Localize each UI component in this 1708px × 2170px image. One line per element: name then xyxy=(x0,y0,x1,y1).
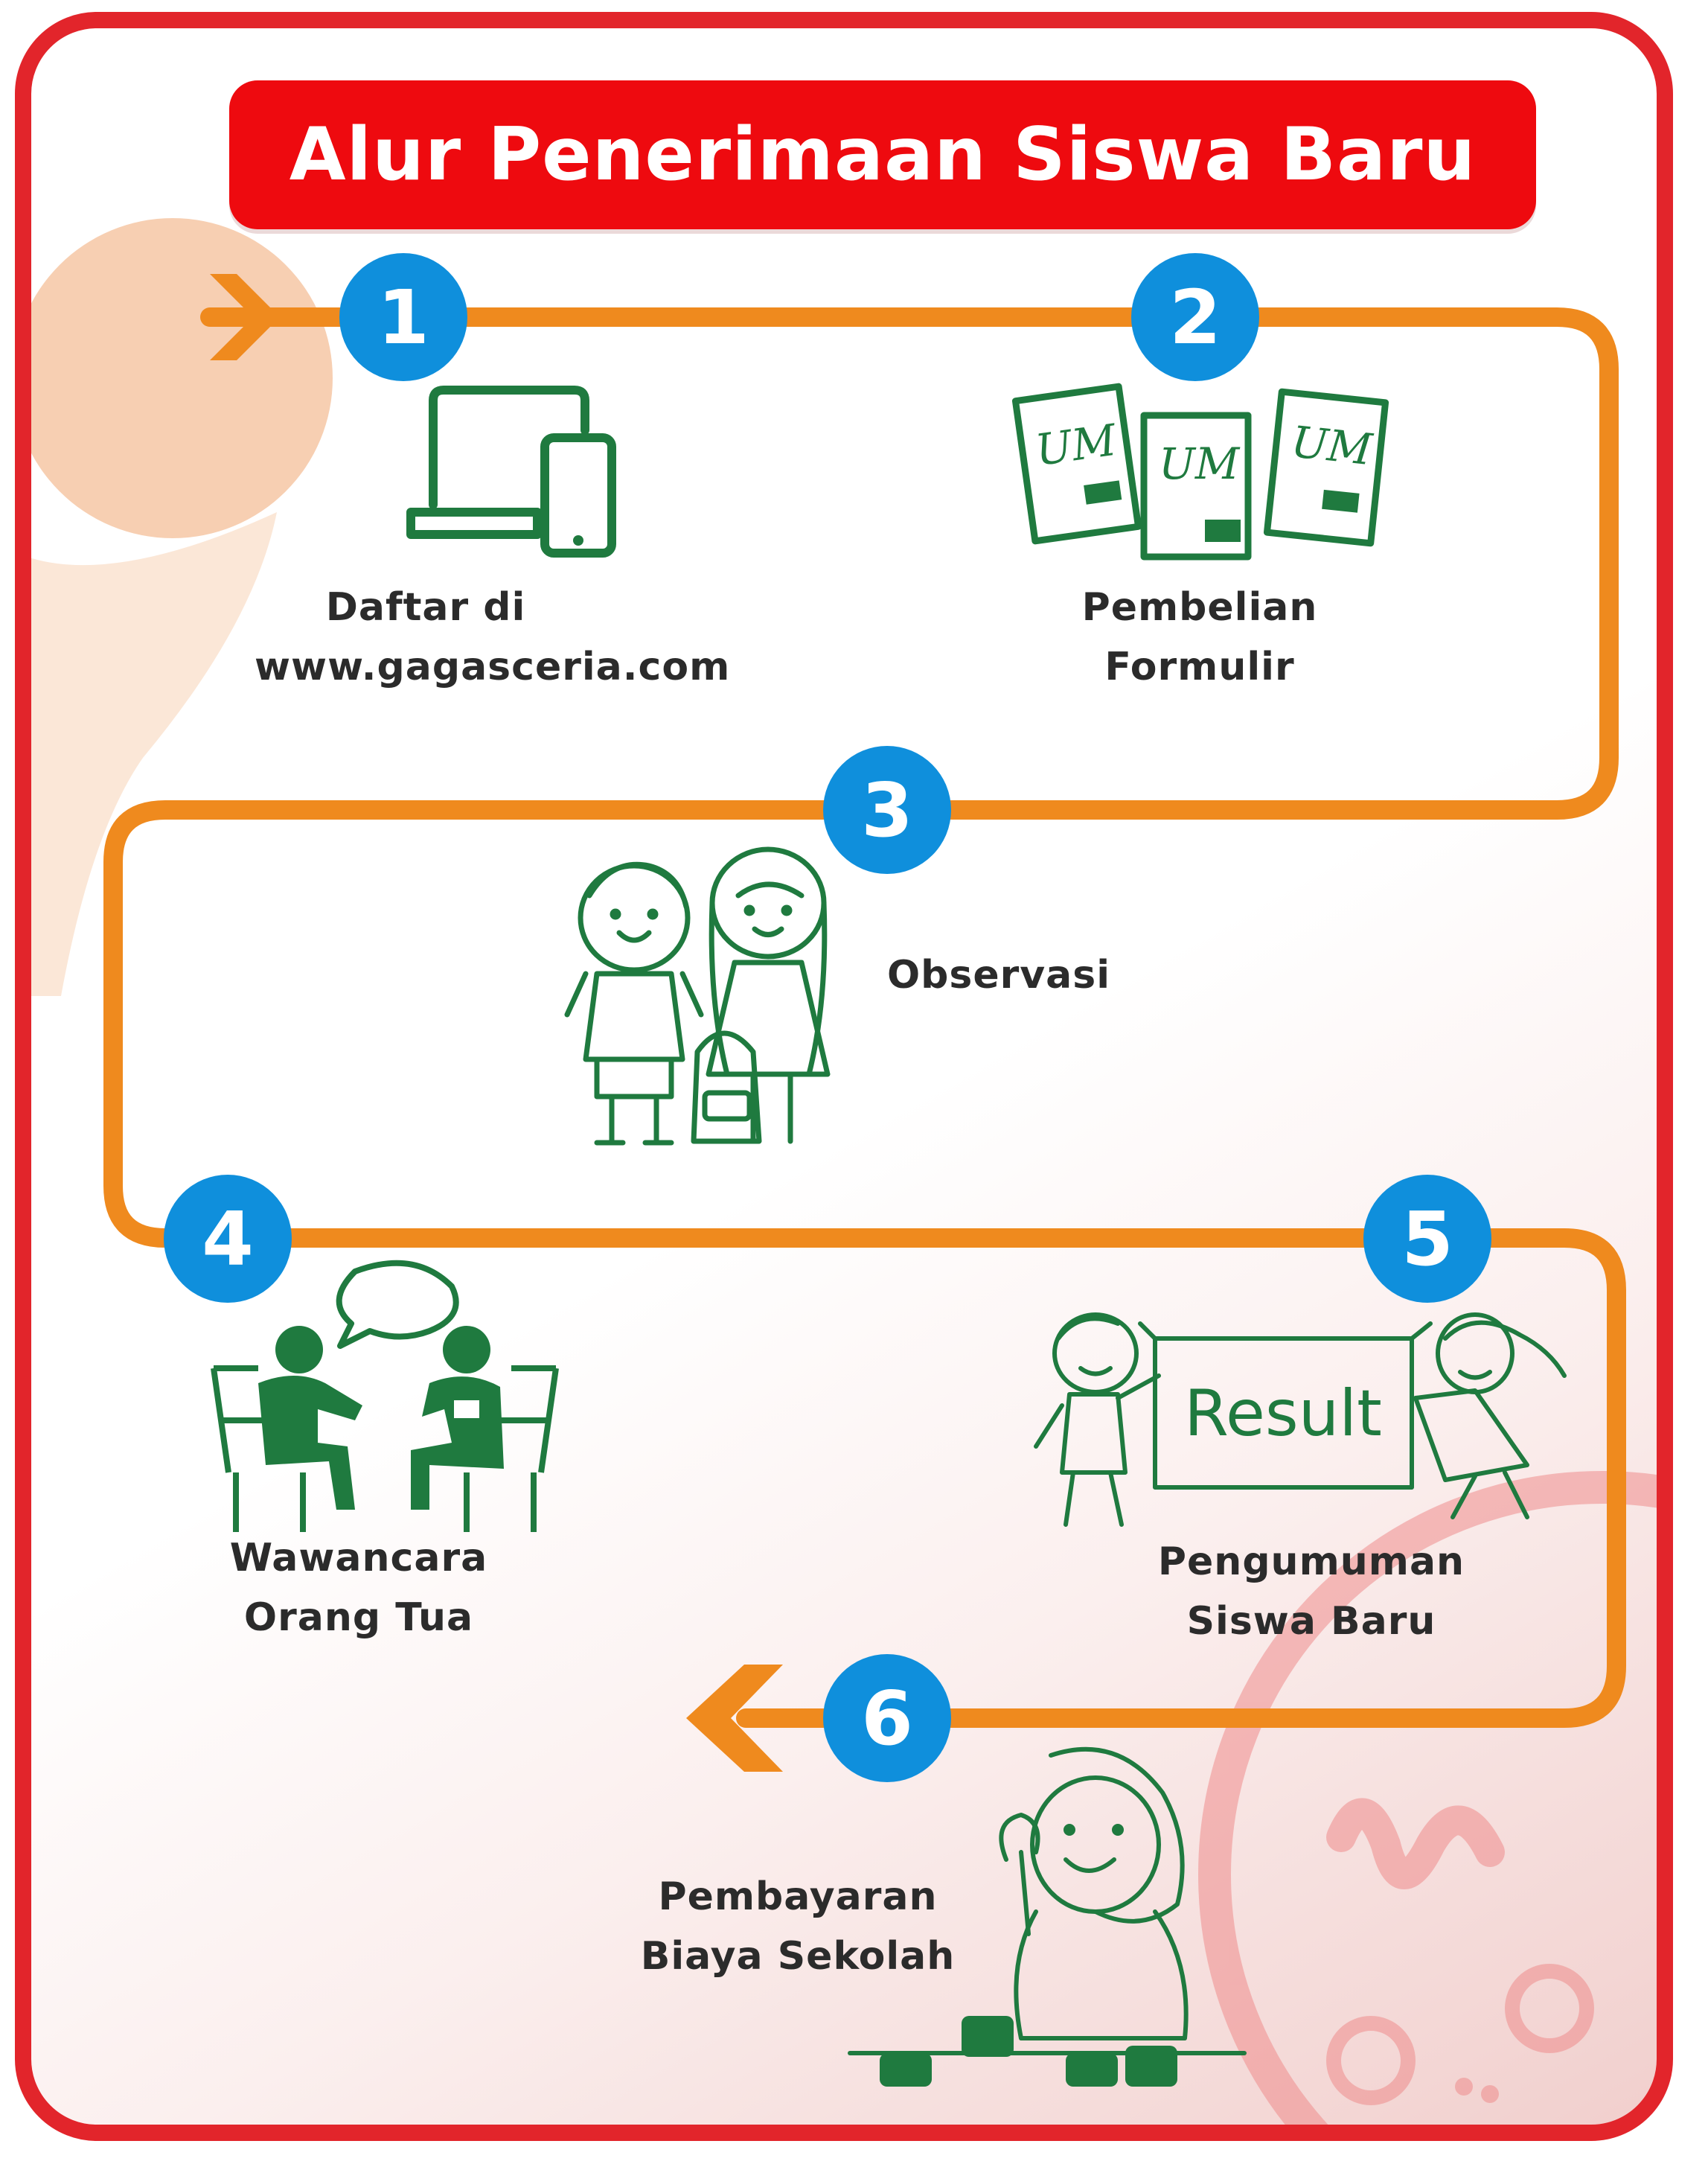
step-1-badge: 1 xyxy=(339,253,467,381)
end-arrow-icon xyxy=(686,1665,783,1772)
form-mark-3: UM xyxy=(1289,416,1375,475)
title-banner: Alur Penerimaan Siswa Baru xyxy=(229,80,1536,229)
step-4-line-2: Orang Tua xyxy=(243,1595,474,1640)
step-1-line-2: www.gagasceria.com xyxy=(255,645,731,689)
step-6-label: Pembayaran Biaya Sekolah xyxy=(627,1867,969,1986)
step-1-label: Daftar di www.gagasceria.com xyxy=(255,578,731,697)
interview-icon xyxy=(211,1260,559,1532)
step-5-line-1: Pengumuman xyxy=(1157,1539,1465,1584)
step-6-line-1: Pembayaran xyxy=(658,1874,938,1919)
step-5-label: Pengumuman Siswa Baru xyxy=(1148,1532,1475,1651)
step-2-badge: 2 xyxy=(1131,253,1259,381)
step-1-line-1: Daftar di xyxy=(325,585,526,630)
step-4-line-1: Wawancara xyxy=(229,1536,488,1580)
poster-frame: Alur Penerimaan Siswa Baru 1 2 3 4 5 6 U… xyxy=(15,12,1673,2141)
page-title: Alur Penerimaan Siswa Baru xyxy=(289,112,1477,197)
step-2-line-1: Pembelian xyxy=(1081,585,1318,630)
start-chevron-icon xyxy=(210,274,280,360)
step-2-line-2: Formulir xyxy=(1104,645,1295,689)
step-4-label: Wawancara Orang Tua xyxy=(195,1528,522,1647)
flow-path xyxy=(103,274,1626,1772)
step-3-line-1: Observasi xyxy=(886,953,1111,998)
step-6-line-2: Biaya Sekolah xyxy=(640,1934,956,1979)
result-sign-text: Result xyxy=(1184,1376,1382,1451)
step-3-badge: 3 xyxy=(823,746,951,874)
mascot-watermark-icon xyxy=(1198,1471,1657,2125)
peach-swoosh-shape xyxy=(31,512,277,996)
step-5-line-2: Siswa Baru xyxy=(1186,1599,1436,1644)
step-3-label: Observasi xyxy=(857,945,1140,1005)
step-4-badge: 4 xyxy=(164,1175,292,1303)
route-line xyxy=(103,307,1626,1728)
forms-icon: UM UM UM xyxy=(1011,383,1389,561)
form-mark-1: UM xyxy=(1032,415,1120,476)
step-5-badge: 5 xyxy=(1363,1175,1491,1303)
coins-icon xyxy=(848,1746,1247,2087)
result-sign-icon: Result xyxy=(1034,1312,1567,1527)
step-2-label: Pembelian Formulir xyxy=(1036,578,1363,697)
step-6-badge: 6 xyxy=(823,1654,951,1782)
form-mark-2: UM xyxy=(1159,438,1241,489)
laptop-phone-icon xyxy=(406,386,616,558)
children-icon xyxy=(564,846,831,1146)
